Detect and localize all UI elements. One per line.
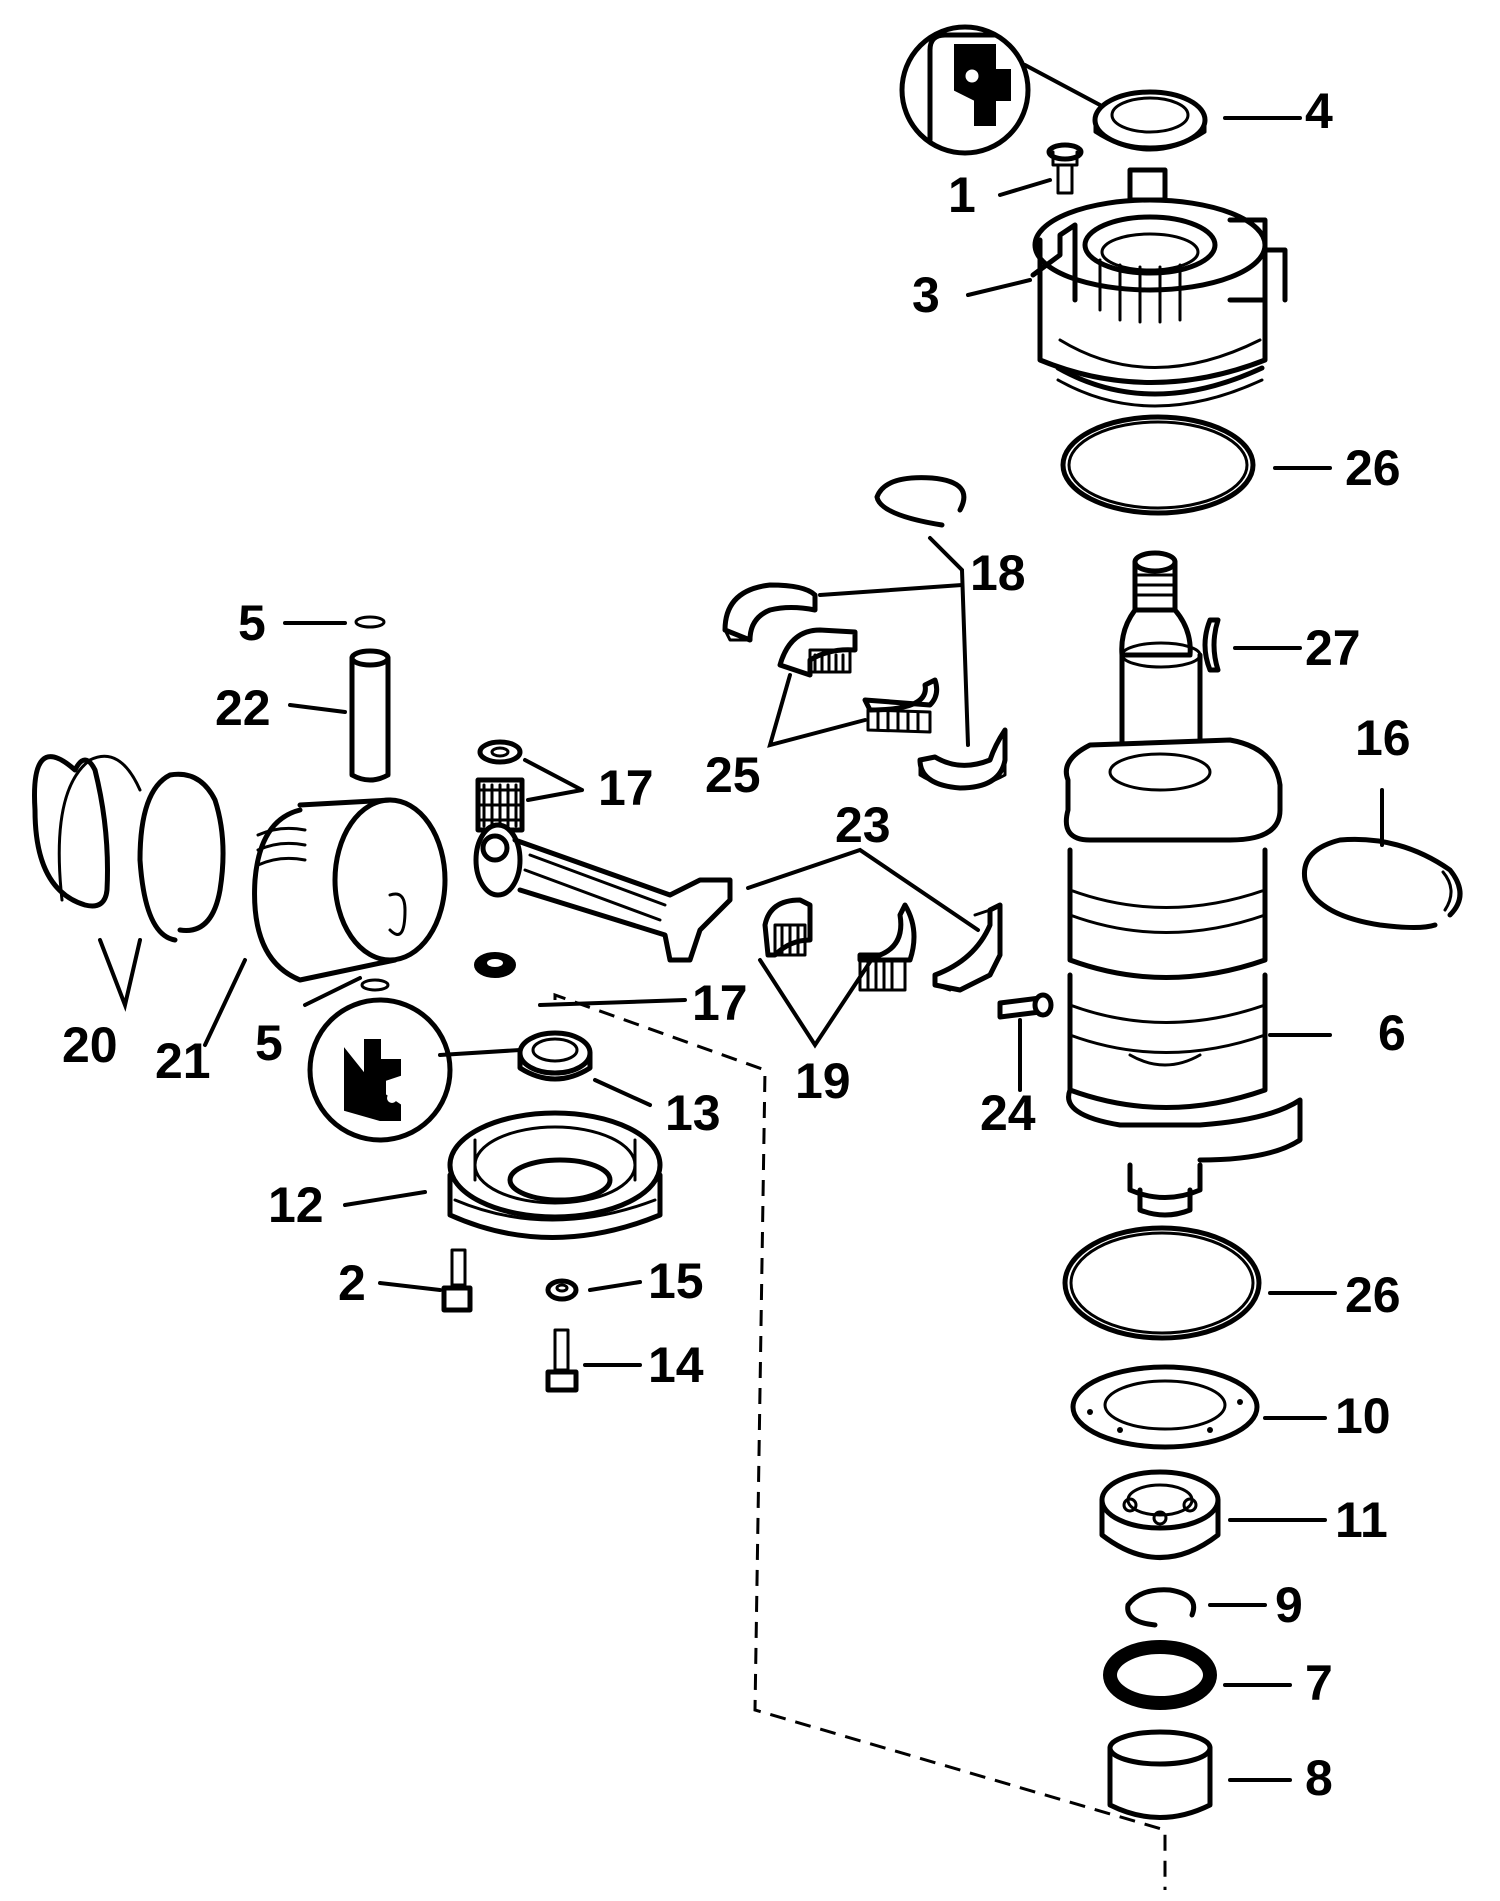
retaining-ring-16: [1301, 836, 1463, 930]
callout-22: 22: [215, 680, 271, 736]
seal-detail-inset-top: [899, 24, 1102, 156]
bearing-cage-half-18-lower: [917, 727, 1008, 791]
ball-bearing-11: [1099, 1469, 1221, 1560]
oil-seal-13: [517, 1030, 593, 1082]
retaining-ring-18: [874, 475, 967, 528]
screw-2: [441, 1248, 473, 1313]
piston-ring-20-inner: [137, 771, 226, 943]
needle-bearing-19-left: [762, 897, 813, 958]
callout-17-lower: 17: [692, 975, 748, 1031]
thrust-washer-17-upper: [477, 739, 523, 765]
callout-5-lower: 5: [255, 1015, 283, 1071]
rod-cap-23: [932, 902, 1003, 993]
retaining-ring-9: [1125, 1587, 1197, 1628]
oil-seal-7: [1103, 1640, 1217, 1710]
pin-lock-ring-5-upper: [354, 615, 386, 629]
o-ring-26-lower: [1062, 1225, 1262, 1341]
bearing-cage-half-18-upper: [722, 582, 818, 643]
callout-2: 2: [338, 1255, 366, 1311]
callout-26-upper: 26: [1345, 440, 1401, 496]
callout-7: 7: [1305, 1655, 1333, 1711]
callout-20: 20: [62, 1017, 118, 1073]
callout-19: 19: [795, 1053, 851, 1109]
o-ring-26-upper: [1060, 414, 1256, 516]
callout-1: 1: [948, 167, 976, 223]
callout-labels: 1 2 3 4 5 5 6 7 8 9 10 11 12 13 14 15 16…: [62, 83, 1411, 1806]
piston-pin-22: [349, 648, 391, 783]
assembly-dashed-path: [553, 992, 1167, 1890]
seal-plate-10: [1070, 1364, 1260, 1450]
woodruff-key-27: [1202, 617, 1221, 673]
callout-24: 24: [980, 1085, 1036, 1141]
callout-4: 4: [1305, 83, 1333, 139]
lower-bearing-housing-12: [447, 1110, 663, 1240]
needle-bearing-25-left: [777, 627, 858, 678]
needle-bearing-17: [475, 777, 525, 833]
callout-10: 10: [1335, 1388, 1391, 1444]
callout-26-lower: 26: [1345, 1267, 1401, 1323]
callout-8: 8: [1305, 1750, 1333, 1806]
callout-16: 16: [1355, 710, 1411, 766]
needle-bearing-19-right: [857, 902, 917, 992]
piston-ring-20-outer: [32, 754, 142, 909]
pin-lock-ring-5-lower: [360, 978, 390, 992]
leader-lines: [98, 116, 1384, 1782]
callout-18: 18: [970, 545, 1026, 601]
screw-1: [1046, 142, 1084, 195]
callout-9: 9: [1275, 1577, 1303, 1633]
callout-21: 21: [155, 1033, 211, 1089]
washer-15: [545, 1278, 579, 1302]
thrust-washer-17-lower: [474, 952, 516, 978]
screw-14: [545, 1328, 579, 1393]
sleeve-8: [1107, 1729, 1213, 1820]
crankshaft-6: [1063, 550, 1303, 1218]
callout-17-upper: 17: [598, 760, 654, 816]
seal-ring-4: [1092, 89, 1208, 152]
callout-25: 25: [705, 747, 761, 803]
callout-13: 13: [665, 1085, 721, 1141]
seal-detail-inset-lower: [307, 997, 522, 1143]
upper-bearing-housing-3: [1030, 167, 1288, 408]
callout-5-upper: 5: [238, 595, 266, 651]
callout-3: 3: [912, 267, 940, 323]
rod-screw-24: [997, 992, 1054, 1020]
callout-14: 14: [648, 1337, 704, 1393]
callout-23: 23: [835, 797, 891, 853]
callout-15: 15: [648, 1253, 704, 1309]
callout-27: 27: [1305, 620, 1361, 676]
callout-12: 12: [268, 1177, 324, 1233]
callout-11: 11: [1335, 1492, 1388, 1548]
callout-6: 6: [1378, 1005, 1406, 1061]
piston-21: [252, 797, 448, 983]
connecting-rod: [473, 822, 733, 963]
needle-bearing-25-right: [862, 677, 940, 734]
